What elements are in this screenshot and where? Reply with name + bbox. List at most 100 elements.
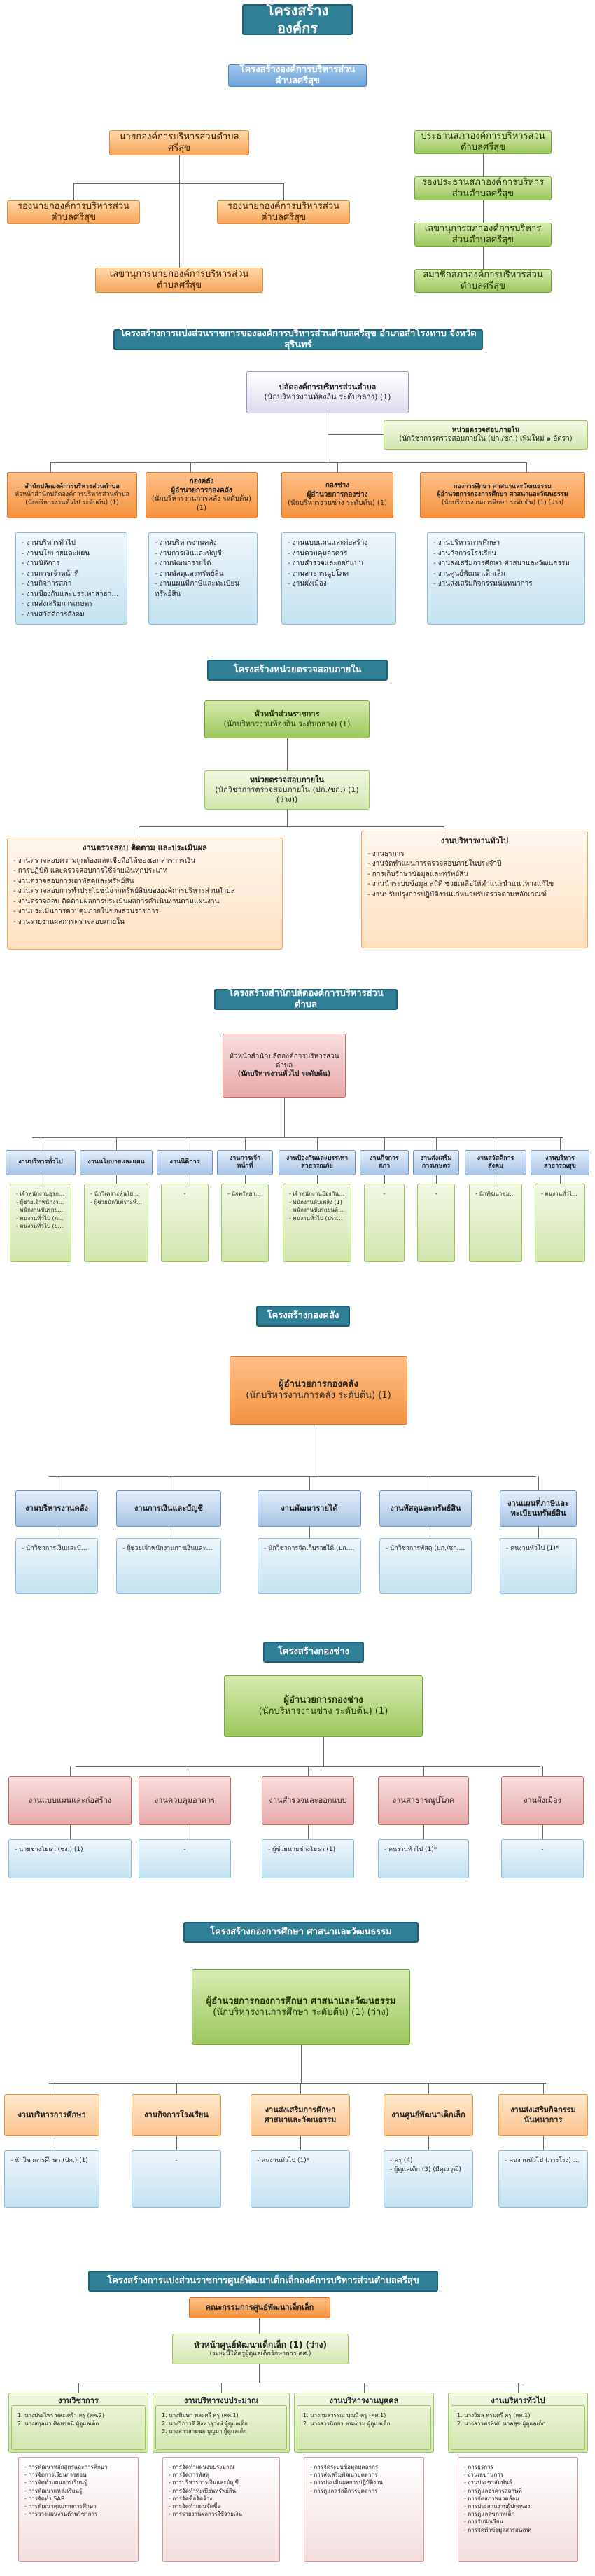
audit-unit-title: หน่วยตรวจสอบภายใน bbox=[451, 426, 520, 434]
list-item: - งานแบบแผนและก่อสร้าง bbox=[288, 539, 368, 547]
list-item: - การปฏิบัติ และตรวจสอบการใช้จ่ายเงินทุก… bbox=[13, 867, 168, 875]
list-item: - งานปรับปรุงการปฏิบัติงานแก่หน่วยรับตรว… bbox=[368, 890, 547, 899]
unit-header: งานบริหารทั่วไป bbox=[6, 1150, 76, 1175]
list-item: - ผู้ช่วยนายช่างโยธา (1) bbox=[268, 1846, 336, 1853]
unit-staff: - bbox=[139, 1839, 231, 1878]
list-item: ทรัพย์สิน bbox=[155, 590, 181, 598]
dept-education-rank: (นักบริหารงานการศึกษา ระดับต้น) (1) (ว่า… bbox=[441, 499, 564, 506]
list-item: - ผู้ดูแลเด็ก (3) (มีคุณวุฒิ) bbox=[390, 2166, 461, 2174]
unit-header: งานบริหารการศึกษา bbox=[4, 2094, 99, 2136]
list-item: - นักทรัพยากรบุคคล (ปก./ชก.) (1) bbox=[227, 1191, 262, 1197]
dept-finance-sub: ผู้อำนวยการกองคลัง bbox=[171, 486, 232, 494]
dept-office-rank: (นักบริหารงานทั่วไป ระดับต้น) (1) bbox=[25, 499, 119, 506]
education-head-box: ผู้อำนวยการกองการศึกษา ศาสนาและวัฒนธรรม … bbox=[192, 1969, 410, 2045]
audit-head-title: หัวหน้าส่วนราชการ bbox=[254, 709, 320, 719]
unit-staff: - คนงานทั่วไป (1)* bbox=[500, 1538, 577, 1594]
unit-staff: - คนงานทั่วไป (1)* bbox=[378, 1839, 469, 1878]
deputy-mayor-1-box: รองนายกองค์การบริหารส่วนตำบลศรีสุข bbox=[7, 200, 140, 224]
unit-header: งานแบบแผนและก่อสร้าง bbox=[8, 1776, 132, 1825]
list-item: - bbox=[183, 1191, 186, 1197]
list-item: - นายช่างโยธา (ชง.) (1) bbox=[15, 1846, 83, 1853]
list-item: - งานบริหารงานคลัง bbox=[155, 539, 217, 547]
list-item: - ผู้ช่วยเจ้าพนักงานธุรการ (1) bbox=[16, 1198, 65, 1205]
audit-unit-box: หน่วยตรวจสอบภายใน (นักวิชาการตรวจสอบภายใ… bbox=[384, 420, 588, 450]
unit-header: งานศูนย์พัฒนาเด็กเล็ก bbox=[384, 2094, 473, 2136]
unit-header: งานส่งเสริมการศึกษา ศาสนาและวัฒนธรรม bbox=[251, 2094, 350, 2136]
list-item: - การพัฒนาคุณภาพการศึกษา bbox=[24, 2502, 97, 2509]
chief-admin-box: ปลัดองค์การบริหารส่วนตำบล (นักบริหารงานท… bbox=[246, 371, 409, 413]
list-item: - งานส่งเสริมการศึกษา ศาสนาและวัฒนธรรม bbox=[433, 560, 570, 567]
unit-header: งานกิจการสภา bbox=[360, 1150, 409, 1175]
unit-header: งานพัสดุและทรัพย์สิน bbox=[379, 1490, 472, 1527]
audit-head-box: หัวหน้าส่วนราชการ (นักบริหารงานท้องถิ่น … bbox=[204, 700, 370, 738]
audit-left-items: - งานตรวจสอบความถูกต้องและเชื่อถือได้ของ… bbox=[13, 857, 276, 928]
list-item: - การจัดซื้อจัดจ้าง bbox=[169, 2495, 213, 2502]
list-item: - การจัดทำแผนการเรียนรู้ bbox=[24, 2479, 88, 2486]
audit-right-group: งานบริหารงานทั่วไป - งานธุรการ- งานจัดทำ… bbox=[361, 831, 588, 948]
list-item: - งานบริหารทั่วไป bbox=[22, 539, 76, 547]
list-item: - การพัฒนาแหล่งเรียนรู้ bbox=[24, 2487, 83, 2494]
unit-staff: - นักวิเคราะห์นโยบายและแผน (ปก./ชก.) (1)… bbox=[84, 1184, 148, 1262]
list-item: - งานนโยบายและแผน bbox=[22, 549, 90, 558]
audit-banner: โครงสร้างหน่วยตรวจสอบภายใน bbox=[207, 660, 388, 681]
list-item: - การจัดทำแผนงบประมาณ bbox=[169, 2464, 234, 2470]
list-item: - งานรายงานผลการตรวจสอบภายใน bbox=[13, 917, 125, 926]
list-item: - งานการเงินและบัญชี bbox=[155, 549, 222, 558]
divisions-banner: โครงสร้างการแบ่งส่วนราชการขององค์การบริห… bbox=[113, 328, 483, 350]
list-item: - งานสำรวจและออกแบบ bbox=[288, 560, 363, 567]
list-item: - งานกิจการสภา bbox=[22, 580, 72, 588]
engineering-head-box: ผู้อำนวยการกองช่าง (นักบริหารงานช่าง ระด… bbox=[224, 1675, 423, 1737]
dept-engineering-tasks: - งานแบบแผนและก่อสร้าง- งานควบคุมอาคาร- … bbox=[281, 532, 396, 625]
unit-staff: - นักวิชาการพัสดุ (ปก./ชก.) (1) bbox=[379, 1538, 472, 1594]
list-item: 2. นางสาวนิตยา ชนะงาม ผู้ดูแลเด็ก bbox=[303, 2420, 391, 2427]
list-item: 1. นางพิมพา พละศรี ครู (คศ.1) bbox=[162, 2412, 239, 2418]
unit-tasks: - การพัฒนาหลักสูตรและการศึกษา- การจัดการ… bbox=[18, 2457, 139, 2562]
list-item: - การจัดการเรียนการสอน bbox=[24, 2472, 87, 2479]
unit-header: งานพัฒนารายได้ bbox=[258, 1490, 361, 1527]
dept-office-tasks: - งานบริหารทั่วไป- งานนโยบายและแผน- งานน… bbox=[15, 532, 127, 625]
childcenter-committee-box: คณะกรรมการศูนย์พัฒนาเด็กเล็ก bbox=[189, 2297, 330, 2318]
list-item: - นักวิชาการศึกษา (ปก.) (1) bbox=[10, 2157, 88, 2164]
unit-staff: - คนงานทั่วไป (ภารโรง) (1) bbox=[498, 2150, 588, 2208]
unit-staff: - bbox=[132, 2150, 221, 2208]
unit-tasks: - การจัดระบบข้อมูลบุคลากร- การส่งเสริมพั… bbox=[304, 2457, 424, 2562]
deputy-mayor-2-box: รองนายกองค์การบริหารส่วนตำบลศรีสุข bbox=[217, 200, 350, 224]
list-item: - คนงานทั่วไป (ประจำรถขยะ) (2) bbox=[289, 1214, 345, 1221]
list-item: - คนงานทั่วไป (ยามรักษาการ) (1) bbox=[16, 1223, 65, 1230]
list-item: - งานสาธารณูปโภค bbox=[288, 569, 349, 578]
list-item: - การดูแลสวัสดิการบุคลากร bbox=[310, 2487, 378, 2494]
unit-header: งานการเจ้าหน้าที่ bbox=[217, 1150, 273, 1175]
unit-header: งานสวัสดิการสังคม bbox=[465, 1150, 526, 1175]
list-item: - งานประเมินการควบคุมภายในของส่วนราชการ bbox=[13, 908, 159, 916]
audit-right-items: - งานธุรการ- งานจัดทำแผนการตรวจสอบภายในป… bbox=[368, 850, 582, 901]
list-item: - พนักงานขับรถยนต์ (1) bbox=[16, 1207, 65, 1214]
unit-header: งานบริหารงานบุคคล bbox=[294, 2393, 434, 2453]
unit-header: งานวิชาการ bbox=[8, 2393, 148, 2453]
structure-subtitle: โครงสร้างองค์การบริหารส่วนตำบลศรีสุข bbox=[228, 64, 367, 87]
unit-tasks: - การจัดทำแผนงบประมาณ- การจัดการพัสดุ- ก… bbox=[162, 2457, 280, 2562]
unit-header: งานผังเมือง bbox=[501, 1776, 584, 1825]
mayor-box: นายกองค์การบริหารส่วนตำบลศรีสุข bbox=[109, 130, 249, 155]
unit-staff: - นักวิชาการเงินและบัญชี (ปก./ชก.) (1) bbox=[15, 1538, 98, 1594]
list-item: 1. นางประไพร พละเศร้า ครู (คศ.2) bbox=[18, 2412, 104, 2418]
engineering-banner: โครงสร้างกองช่าง bbox=[263, 1642, 364, 1663]
list-item: 2. นางวิภาวดี สิงหาสุวงษ์ ผู้ดูแลเด็ก bbox=[162, 2420, 248, 2427]
office-head-rank: (นักบริหารงานทั่วไป ระดับต้น) bbox=[237, 1070, 331, 1079]
dept-engineering-sub: ผู้อำนวยการกองช่าง bbox=[307, 490, 368, 499]
unit-header: งานส่งเสริมการเกษตร bbox=[413, 1150, 459, 1175]
council-vice-chair-box: รองประธานสภาองค์การบริหารส่วนตำบลศรีสุข bbox=[414, 176, 552, 200]
unit-members: 1. นางประไพร พละเศร้า ครู (คศ.2)2. นางสก… bbox=[18, 2411, 139, 2428]
list-item: - นักวิชาการเงินและบัญชี (ปก./ชก.) (1) bbox=[22, 1545, 92, 1552]
list-item: - งานตรวจสอบการเอาพัสดุและทรัพย์สิน bbox=[13, 877, 134, 885]
dept-education-box: กองการศึกษา ศาสนาและวัฒนธรรม ผู้อำนวยการ… bbox=[420, 472, 585, 518]
list-item: - งานตรวจสอบ ติดตามผลการประเมินผลการดำเน… bbox=[13, 897, 220, 906]
unit-header: งานกิจการโรงเรียน bbox=[132, 2094, 221, 2136]
dept-finance-rank: (นักบริหารงานการคลัง ระดับต้น) (1) bbox=[151, 495, 252, 512]
list-item: - การจัดทำ SAR bbox=[24, 2495, 65, 2502]
unit-header: งานควบคุมอาคาร bbox=[139, 1776, 231, 1825]
unit-staff: - เจ้าพนักงานธุรการ (ปง./ชง.) (1)- ผู้ช่… bbox=[10, 1184, 71, 1262]
unit-header: งานบริหารงานคลัง bbox=[15, 1490, 98, 1527]
unit-staff: - นายช่างโยธา (ชง.) (1) bbox=[8, 1839, 132, 1878]
unit-staff: 1. นางพิมพา พละศรี ครู (คศ.1) 2. นางวิภาว… bbox=[155, 2405, 287, 2450]
dept-office-title: สำนักปลัดองค์การบริหารส่วนตำบล bbox=[24, 483, 120, 491]
